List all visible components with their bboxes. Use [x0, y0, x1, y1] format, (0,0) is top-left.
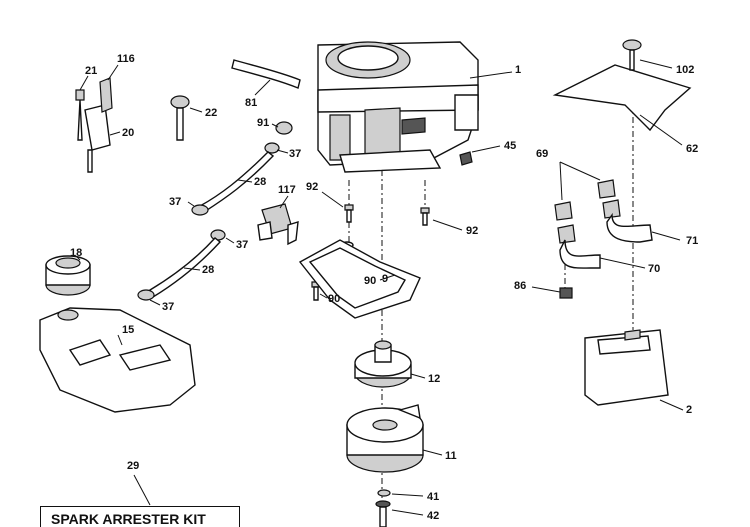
callout-102: 102 [676, 64, 694, 76]
fuel-line-lower [137, 229, 235, 306]
callout-69: 69 [536, 148, 548, 160]
callout-29: 29 [127, 460, 139, 472]
callout-15: 15 [122, 324, 134, 336]
callout-21: 21 [85, 65, 97, 77]
callout-9: 9 [382, 273, 388, 285]
callout-42: 42 [427, 510, 439, 522]
muffler [584, 329, 684, 411]
callout-37-c: 37 [236, 239, 248, 251]
callout-81: 81 [245, 97, 257, 109]
callout-62: 62 [686, 143, 698, 155]
callout-70: 70 [648, 263, 660, 275]
throttle-control [75, 64, 121, 173]
clutch-washer [377, 489, 424, 497]
oil-drain-fitting [459, 145, 501, 166]
shield-bolt [622, 39, 673, 71]
breather-hose [231, 59, 301, 96]
callout-18: 18 [70, 247, 82, 259]
callout-90-b: 90 [328, 293, 340, 305]
exhaust-nut [531, 286, 573, 299]
callout-45: 45 [504, 140, 516, 152]
callout-116: 116 [117, 53, 135, 65]
fuel-cap [45, 255, 91, 296]
callout-41: 41 [427, 491, 439, 503]
fuel-line-upper [187, 142, 289, 216]
spark-arrester-kit-box [40, 506, 240, 527]
fuel-filter [257, 195, 299, 246]
callout-1: 1 [515, 64, 521, 76]
electric-clutch [346, 404, 443, 473]
callout-37-a: 37 [289, 148, 301, 160]
callout-37-b: 37 [169, 196, 181, 208]
callout-86: 86 [514, 280, 526, 292]
fuel-tank [39, 307, 196, 413]
callout-92-b: 92 [466, 225, 478, 237]
callout-92-a: 92 [306, 181, 318, 193]
engine-pulley [354, 340, 426, 388]
callout-22: 22 [205, 107, 217, 119]
callout-2: 2 [686, 404, 692, 416]
heat-shield [552, 64, 692, 146]
mounting-bolt-left [321, 191, 354, 223]
callout-71: 71 [686, 235, 698, 247]
choke-knob [170, 95, 203, 141]
mounting-bolt-right [420, 207, 463, 231]
callout-11: 11 [445, 450, 457, 462]
callout-28-upper: 28 [254, 176, 266, 188]
hose-clamp-91 [271, 121, 293, 135]
callout-12: 12 [428, 373, 440, 385]
exhaust-pipes [554, 161, 681, 269]
engine [317, 41, 513, 173]
callout-117: 117 [278, 184, 296, 196]
clutch-bolt [375, 500, 424, 527]
callout-28-lower: 28 [202, 264, 214, 276]
engine-bracket [298, 239, 421, 319]
callout-37-d: 37 [162, 301, 174, 313]
callout-20: 20 [122, 127, 134, 139]
callout-91: 91 [257, 117, 269, 129]
spark-arrester-kit-leader [133, 474, 151, 506]
spark-arrester-kit-label: SPARK ARRESTER KIT [51, 511, 206, 527]
callout-90-a: 90 [364, 275, 376, 287]
